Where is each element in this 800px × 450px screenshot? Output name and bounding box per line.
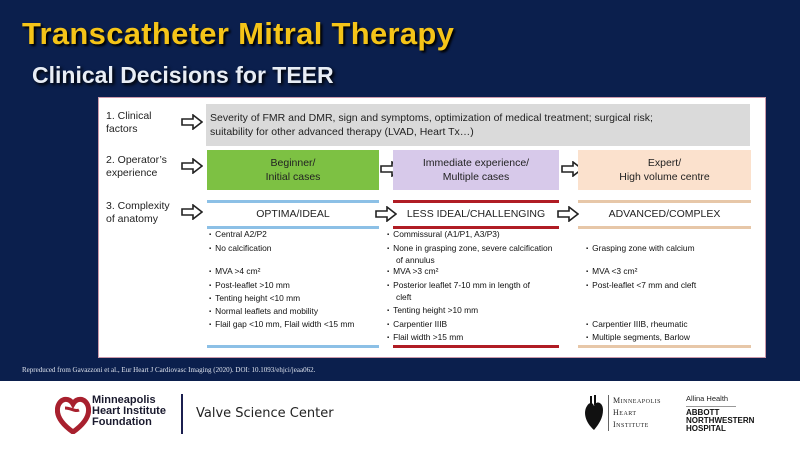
- bullet-item: Flail width >15 mm: [387, 332, 463, 342]
- mhif-heart-logo-icon: [55, 396, 91, 434]
- bullet-item: Central A2/P2: [209, 229, 267, 239]
- bullet-item: Commissural (A1/P1, A3/P3): [387, 229, 500, 239]
- bullet-item: Tenting height >10 mm: [387, 305, 478, 315]
- arrow-icon: [181, 204, 203, 220]
- slide-subtitle: Clinical Decisions for TEER: [32, 62, 334, 88]
- bullet-continuation: of annulus: [396, 255, 435, 265]
- bullet-item: Post-leaflet <7 mm and cleft: [586, 280, 696, 290]
- bullet-item: Flail gap <10 mm, Flail width <15 mm: [209, 319, 354, 329]
- clinical-factors-box: Severity of FMR and DMR, sign and sympto…: [206, 104, 750, 146]
- divider: [181, 394, 183, 434]
- bullet-item: Posterior leaflet 7-10 mm in length of: [387, 280, 530, 290]
- bullet-item: Multiple segments, Barlow: [586, 332, 690, 342]
- reference-citation: Repreduced from Gavazzoni et al., Eur He…: [22, 366, 316, 374]
- arrow-icon: [181, 114, 203, 130]
- bullet-item: MVA <3 cm²: [586, 266, 637, 276]
- bullet-item: No calcification: [209, 243, 271, 253]
- bullet-item: Carpentier IIIB, rheumatic: [586, 319, 687, 329]
- category-complex: ADVANCED/COMPLEX: [608, 208, 721, 220]
- bullet-item: Tenting height <10 mm: [209, 293, 300, 303]
- bullet-continuation: cleft: [396, 292, 412, 302]
- bullet-item: Normal leaflets and mobility: [209, 306, 318, 316]
- allina-health-logo: Allina Health: [686, 394, 736, 407]
- bullet-item: Grasping zone with calcium: [586, 243, 694, 253]
- bullet-item: Carpentier IIIB: [387, 319, 447, 329]
- slide-title: Transcatheter Mitral Therapy: [22, 16, 455, 51]
- bullet-item: Post-leaflet >10 mm: [209, 280, 290, 290]
- footer: Minneapolis Heart Institute Foundation V…: [0, 381, 800, 450]
- arrow-icon: [181, 158, 203, 174]
- intermediate-box: Immediate experience/Multiple cases: [393, 150, 559, 190]
- valve-science-center: Valve Science Center: [196, 406, 334, 421]
- bullet-item: MVA >3 cm²: [387, 266, 438, 276]
- category-challenging: LESS IDEAL/CHALLENGING: [406, 208, 546, 220]
- category-optimal: OPTIMA/IDEAL: [256, 208, 330, 220]
- slide-background: Transcatheter Mitral Therapy Clinical De…: [0, 0, 800, 381]
- bullet-item: MVA >4 cm²: [209, 266, 260, 276]
- arrow-icon: [557, 206, 579, 222]
- bullet-item: None in grasping zone, severe calcificat…: [387, 243, 552, 253]
- mhif-logo-text: Minneapolis Heart Institute Foundation: [92, 394, 166, 428]
- beginner-box: Beginner/Initial cases: [207, 150, 379, 190]
- mhi-heart-logo-icon: [585, 395, 603, 430]
- expert-box: Expert/High volume centre: [578, 150, 751, 190]
